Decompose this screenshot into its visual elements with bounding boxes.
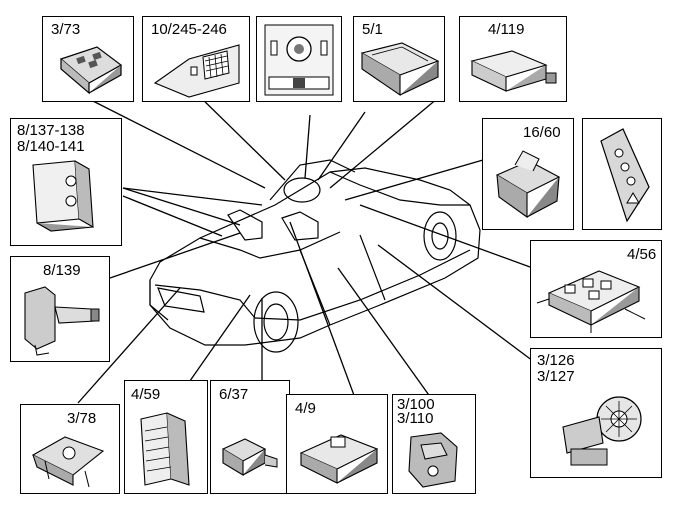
part-label: 4/119 (488, 21, 525, 38)
panel-5-1: 5/1 (353, 16, 445, 102)
electronic-module-icon (140, 412, 190, 486)
panel-light-switch (256, 16, 342, 102)
panel-4-9: 4/9 (286, 394, 388, 494)
instrument-cluster-icon (360, 42, 440, 97)
part-label: 3/78 (67, 410, 97, 427)
light-switch-panel-icon (264, 24, 334, 96)
switch-icon (221, 438, 278, 476)
part-label: 6/37 (219, 386, 249, 403)
part-label-1: 3/126 (537, 352, 575, 369)
panel-4-59: 4/59 (124, 380, 208, 494)
part-label-2: 3/110 (397, 410, 434, 427)
control-module-icon (470, 50, 557, 92)
part-label: 4/56 (627, 246, 657, 263)
key-fob-panel-icon (59, 46, 123, 95)
window-motor-icon (562, 396, 642, 466)
part-label-2: 3/127 (537, 368, 575, 385)
part-label-1: 3/100 (397, 396, 435, 413)
part-label: 4/9 (295, 400, 316, 417)
panel-3-126-127: 3/126 3/127 (530, 348, 662, 478)
panel-3-73: 3/73 (42, 16, 134, 102)
airbag-module-icon (299, 434, 379, 484)
part-label: 10/245-246 (151, 21, 227, 38)
speaker-grille-icon (153, 44, 240, 98)
steering-lock-module-icon (495, 150, 561, 219)
trunk-lock-icon (31, 436, 105, 488)
part-label-2: 8/140-141 (17, 138, 85, 155)
panel-10-245-246: 10/245-246 (142, 16, 250, 102)
leader-lines (77, 91, 546, 404)
panel-8-139: 8/139 (10, 256, 110, 362)
panel-remote-key (582, 118, 662, 230)
part-label: 3/73 (51, 21, 81, 38)
panel-16-60: 16/60 (482, 118, 574, 230)
part-label-1: 8/137-138 (17, 122, 85, 139)
panel-3-78: 3/78 (20, 404, 120, 494)
door-lock-icon (408, 432, 458, 488)
car-outline (149, 159, 481, 353)
panel-3-100-110: 3/100 3/110 (392, 394, 476, 494)
fuse-relay-box-icon (536, 270, 646, 333)
part-label: 16/60 (523, 124, 561, 141)
panel-6-37: 6/37 (210, 380, 290, 494)
part-label: 8/139 (43, 262, 81, 279)
panel-8-137-138: 8/137-138 8/140-141 (10, 118, 122, 246)
actuator-icon (24, 286, 100, 356)
panel-4-56: 4/56 (530, 240, 662, 338)
panel-4-119: 4/119 (459, 16, 567, 102)
remote-key-icon (600, 128, 650, 223)
sensor-module-icon (32, 160, 94, 232)
part-label: 5/1 (362, 21, 383, 38)
part-label: 4/59 (131, 386, 161, 403)
